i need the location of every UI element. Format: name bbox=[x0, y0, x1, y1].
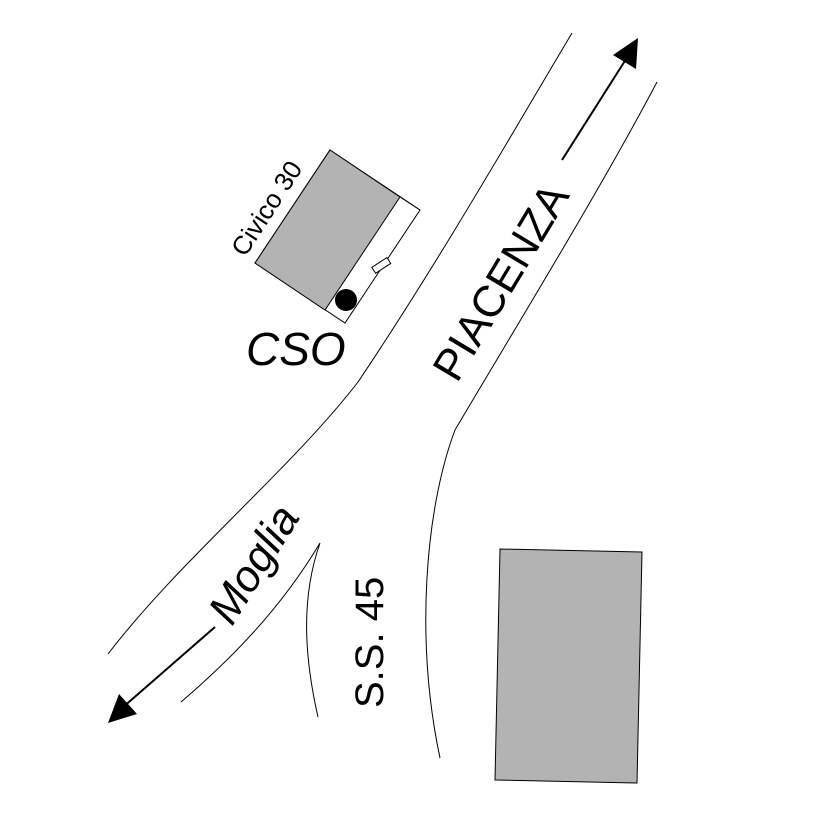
building-civico-30 bbox=[254, 149, 421, 324]
building-southeast bbox=[494, 548, 643, 784]
label-site: CSO bbox=[246, 323, 346, 375]
label-piacenza: PIACENZA bbox=[424, 175, 580, 389]
moglia-road-south-edge bbox=[180, 542, 321, 718]
building-entrance-marker bbox=[371, 256, 392, 274]
label-highway: S.S. 45 bbox=[348, 577, 392, 708]
site-location-marker bbox=[335, 289, 357, 311]
label-moglia: Moglia bbox=[199, 496, 309, 632]
arrow-to-piacenza bbox=[561, 38, 638, 161]
main-road-west-edge bbox=[107, 32, 573, 655]
main-road-east-edge bbox=[425, 81, 658, 759]
arrow-to-moglia bbox=[108, 626, 216, 723]
roads bbox=[107, 32, 658, 759]
